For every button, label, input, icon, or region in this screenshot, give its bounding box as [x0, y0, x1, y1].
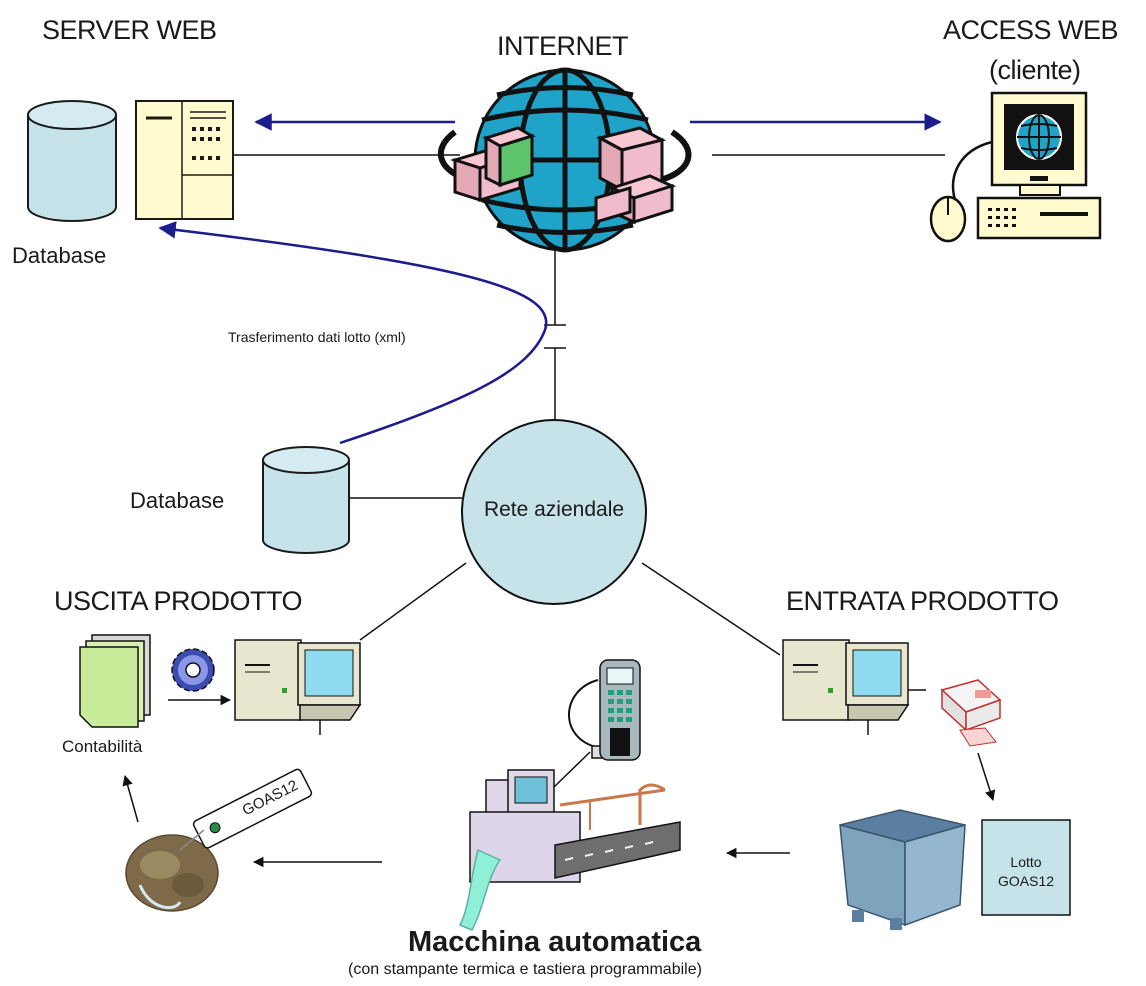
goas12-tag	[192, 768, 313, 849]
server-database-icon	[27, 100, 117, 222]
uscita-title: USCITA PRODOTTO	[54, 586, 303, 616]
lotto-card	[981, 819, 1071, 916]
handheld-scanner-icon	[568, 659, 641, 761]
server-web-title: SERVER WEB	[42, 15, 217, 45]
gear-icon	[171, 648, 215, 692]
product-bag-icon	[125, 834, 219, 912]
label-printer-icon	[940, 679, 1002, 747]
printer-to-crate-arrow	[977, 752, 996, 802]
xml-transfer-arrow	[158, 221, 548, 445]
scanner-to-machine-line	[552, 751, 591, 789]
server-database-label: Database	[12, 243, 107, 268]
access-web-subtitle: (cliente)	[989, 55, 1081, 85]
lotto-line2: GOAS12	[997, 873, 1055, 889]
internet-globe-icon	[437, 67, 692, 253]
tag-string	[179, 829, 205, 851]
bag-to-contabilita-arrow	[122, 774, 139, 823]
rete-to-uscita-pc-line	[359, 562, 467, 641]
process-arrows	[122, 694, 996, 868]
product-crate-icon	[839, 809, 966, 930]
machine-title: Macchina automatica	[408, 926, 702, 958]
client-computer-icon	[929, 91, 1102, 243]
documents-icon	[79, 634, 151, 728]
contabilita-label: Contabilità	[62, 737, 143, 756]
rete-to-entrata-pc-line	[641, 562, 781, 656]
lotto-line1: Lotto	[1010, 854, 1042, 870]
company-database-label: Database	[130, 488, 225, 513]
xml-transfer-label: Trasferimento dati lotto (xml)	[228, 329, 406, 345]
company-database-icon	[262, 446, 350, 554]
rete-aziendale-label: Rete aziendale	[483, 498, 625, 521]
connections	[233, 154, 945, 789]
uscita-computer-icon	[234, 639, 362, 735]
access-web-title: ACCESS WEB	[943, 15, 1119, 45]
machine-subtitle: (con stampante termica e tastiera progra…	[348, 961, 702, 978]
entrata-title: ENTRATA PRODOTTO	[786, 586, 1059, 616]
web-server-icon	[135, 100, 234, 220]
automatic-machine-icon	[458, 769, 681, 931]
entrata-computer-icon	[782, 639, 910, 735]
rete-aziendale-node	[461, 419, 647, 605]
internet-title: INTERNET	[497, 31, 629, 61]
web-links	[158, 113, 942, 445]
